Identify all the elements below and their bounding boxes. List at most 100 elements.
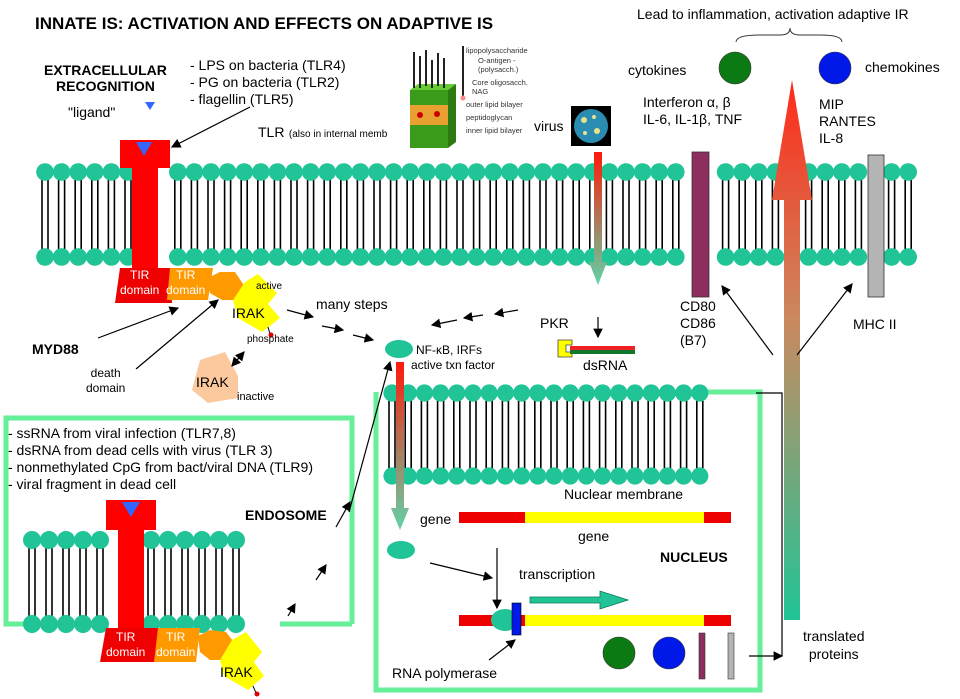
death-line: death [90, 366, 121, 380]
lipid-head [268, 248, 287, 266]
lipid-head [600, 163, 619, 181]
endosome-tlr-receptor [100, 500, 264, 697]
tir-domain-label-myd88: TIR domain [166, 268, 205, 298]
plasma-membrane [36, 163, 917, 266]
ligand-item: - PG on bacteria (TLR2) [190, 74, 340, 90]
lipid-head [650, 163, 668, 181]
lipid-head [210, 531, 228, 549]
bacteria-label: outer lipid bilayer [466, 100, 523, 109]
chemokine-product [652, 636, 686, 670]
lipid-head [384, 248, 403, 266]
lipid-head [451, 163, 469, 181]
ligand-icon [136, 142, 152, 156]
lipid-head [335, 248, 353, 266]
lipid-head [733, 248, 751, 266]
lipid-head [577, 384, 596, 402]
tir-line: domain [156, 645, 196, 659]
lipid-head [102, 163, 121, 181]
lipid-head [415, 467, 433, 485]
lipid-head [193, 531, 211, 549]
lipid-head [218, 163, 237, 181]
lipid-head [550, 163, 569, 181]
lipid-head [301, 248, 320, 266]
lipid-head [577, 467, 596, 485]
lipid-head [899, 163, 917, 181]
lipid-head [675, 467, 693, 485]
lipid-head [484, 248, 503, 266]
lipid-head [642, 384, 660, 402]
lipid-head [251, 248, 270, 266]
transcription-arrow [529, 590, 630, 610]
lipid-head [480, 384, 498, 402]
endosome-ligand-item: - viral fragment in dead cell [8, 476, 177, 492]
lipid-head [658, 467, 677, 485]
lipid-head [448, 384, 466, 402]
tlr-label: TLR [258, 124, 285, 140]
gene-label-below: gene [578, 528, 610, 544]
tir-domain-label-endo-tlr: TIR domain [106, 630, 145, 660]
lipid-head [368, 163, 386, 181]
lipid-head [750, 163, 768, 181]
lipid-head [36, 163, 54, 181]
bacteria-label: (polysacch.) [478, 65, 519, 74]
myd88-protein [167, 268, 245, 300]
lipid-head [318, 163, 337, 181]
gene-label-left: gene [420, 511, 452, 527]
lipid-head [401, 163, 420, 181]
lipid-head [594, 467, 612, 485]
lipid-head [335, 163, 353, 181]
endosome-label: ENDOSOME [245, 507, 327, 523]
irak-active [233, 274, 280, 338]
lipid-head [501, 163, 519, 181]
lipid-head [418, 248, 436, 266]
grouping-brace [735, 27, 843, 43]
tf-translocation-arrow [391, 362, 409, 530]
endosome-ligand-item: - nonmethylated CpG from bact/viral DNA … [8, 459, 313, 475]
lipid-head [633, 248, 652, 266]
lipid-head [57, 531, 75, 549]
bacteria-label: Core oligosacch. [472, 78, 528, 87]
virus-label: virus [534, 118, 564, 134]
lipid-head [235, 163, 253, 181]
tir-line: TIR [166, 630, 186, 644]
lipid-head [567, 163, 585, 181]
lipid-head [86, 163, 104, 181]
lipid-head [529, 384, 547, 402]
cytokines-list: Interferon α, β IL-6, IL-1β, TNF [643, 94, 742, 128]
txn-line: NF-κB, IRFs [416, 343, 482, 357]
lipid-head [52, 248, 71, 266]
death-domain-label: death domain [86, 366, 125, 396]
tir-line: domain [120, 283, 160, 297]
lipid-head [74, 531, 92, 549]
endosome-ligand-list: - ssRNA from viral infection (TLR7,8) - … [8, 425, 313, 493]
lipid-head [40, 531, 58, 549]
tlr-note: (also in internal memb [288, 129, 388, 140]
lipid-head [301, 163, 320, 181]
costim-item: (B7) [680, 332, 707, 348]
lipid-head [594, 384, 612, 402]
chemokine-item: RANTES [819, 113, 876, 129]
pkr-label: PKR [540, 315, 569, 331]
lipid-head [368, 248, 386, 266]
lipid-head [401, 248, 420, 266]
page-title: INNATE IS: ACTIVATION AND EFFECTS ON ADA… [35, 14, 494, 33]
lipid-head [480, 467, 498, 485]
lipid-head [642, 467, 660, 485]
lipid-head [658, 384, 677, 402]
gene-bar [459, 512, 731, 523]
lipid-head [716, 163, 735, 181]
lipid-head [285, 248, 303, 266]
lipid-head [418, 163, 436, 181]
lipid-head [849, 248, 868, 266]
lipid-head [545, 384, 563, 402]
lipid-head [496, 384, 514, 402]
tlr-receptor [115, 140, 172, 303]
many-steps-label: many steps [316, 296, 388, 312]
lipid-head [733, 163, 751, 181]
lipid-head [52, 163, 71, 181]
inactive-label: inactive [237, 391, 275, 403]
bacteria-label: NAG [472, 87, 489, 96]
lipid-head [529, 467, 547, 485]
nucleus-compartment [373, 389, 763, 693]
lipid-head [484, 163, 503, 181]
